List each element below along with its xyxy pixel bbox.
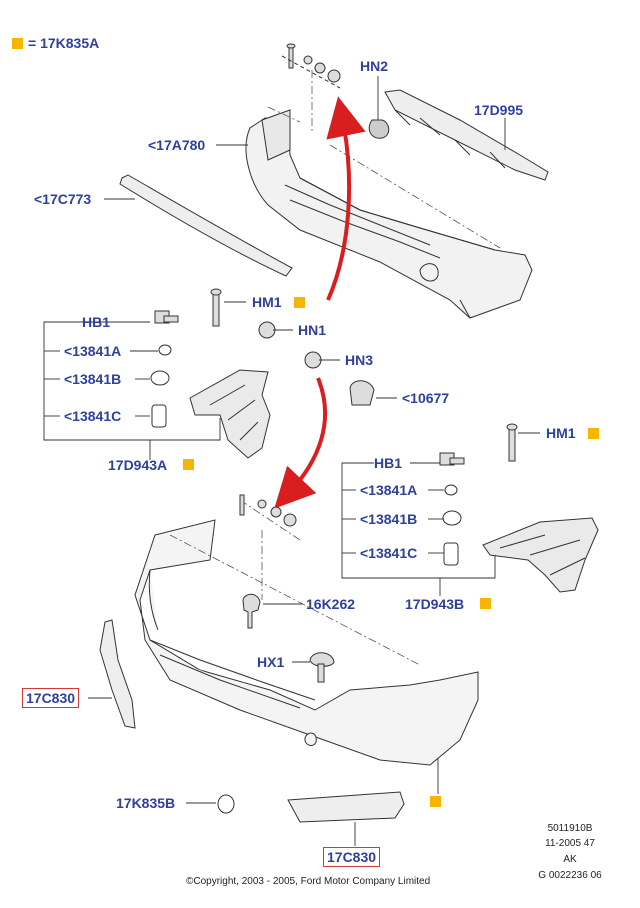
label-13841a-right: <13841A	[360, 482, 418, 498]
label-17d943a: 17D943A	[108, 457, 168, 473]
spoiler-strip-17c773	[119, 174, 293, 277]
label-13841b-right: <13841B	[360, 511, 418, 527]
label-17c773: <17C773	[34, 191, 92, 207]
hm1-top-marker	[294, 297, 305, 308]
upper-bumper-cover	[245, 109, 533, 319]
middle-fasteners	[150, 288, 375, 428]
label-hb1-right: HB1	[374, 455, 403, 471]
hm1-right-marker	[588, 428, 599, 439]
legend-text: = 17K835A	[28, 35, 100, 51]
legend-swatch	[12, 38, 23, 49]
label-hm1-right: HM1	[546, 425, 576, 441]
right-fasteners	[439, 423, 518, 566]
label-13841b-left: <13841B	[64, 371, 122, 387]
label-17d995: 17D995	[474, 102, 524, 118]
bracket-17d943b	[482, 517, 599, 593]
label-17a780: <17A780	[148, 137, 206, 153]
red-arrow-up	[326, 96, 366, 301]
17d943a-marker	[183, 459, 194, 470]
red-arrow-down	[274, 377, 327, 509]
absorber-bracket-17d995	[368, 89, 549, 181]
label-10677: <10677	[402, 390, 450, 406]
label-hn1: HN1	[298, 322, 327, 338]
label-hx1: HX1	[257, 654, 285, 670]
reference-line-2: 11-2005 47	[545, 838, 595, 849]
centerlines-bottom	[169, 499, 421, 666]
label-13841c-left: <13841C	[64, 408, 122, 424]
label-13841a-left: <13841A	[64, 343, 122, 359]
label-17c830-bottom: 17C830	[323, 847, 381, 867]
label-13841c-right: <13841C	[360, 545, 418, 561]
lower-bumper-cover	[134, 519, 479, 766]
reference-line-3: AK	[563, 854, 577, 865]
label-hn3: HN3	[345, 352, 374, 368]
leader-lines	[43, 76, 540, 846]
reference-line-1: 5011910B	[547, 823, 593, 834]
label-17c830-left: 17C830	[22, 688, 80, 708]
label-17d943b: 17D943B	[405, 596, 465, 612]
bracket-17d943a	[189, 369, 271, 459]
label-hm1-top: HM1	[252, 294, 282, 310]
label-hn2: HN2	[360, 58, 389, 74]
reflector-17c830	[99, 619, 405, 823]
top-fasteners	[281, 43, 341, 89]
bottom-marker	[430, 796, 441, 807]
label-16k262: 16K262	[306, 596, 356, 612]
lower-fasteners	[217, 494, 335, 814]
17d943b-marker	[480, 598, 491, 609]
centerlines-top	[267, 70, 501, 249]
label-hb1-left: HB1	[82, 314, 111, 330]
reference-line-4: G 0022236 06	[538, 870, 602, 881]
label-17k835b: 17K835B	[116, 795, 176, 811]
copyright: ©Copyright, 2003 - 2005, Ford Motor Comp…	[186, 876, 431, 887]
